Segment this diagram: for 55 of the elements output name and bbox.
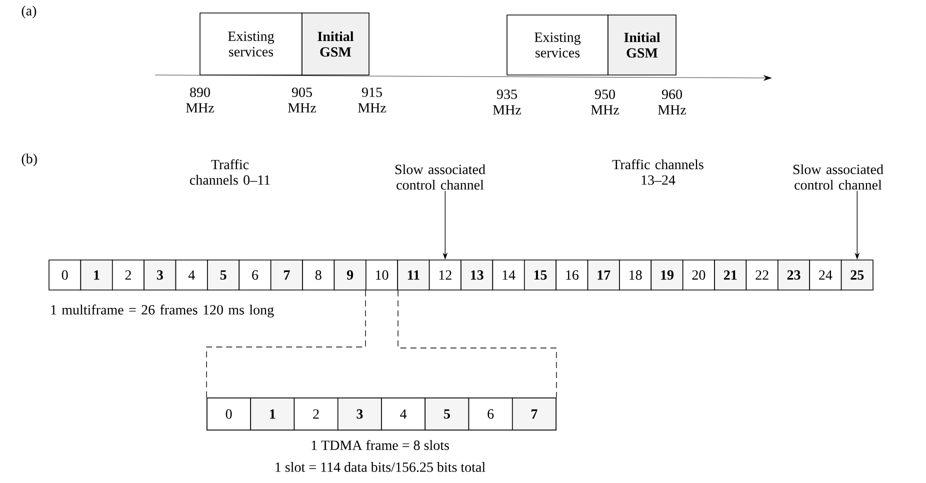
caption-text: 1 slot = 114 data bits/156.25 bits total — [276, 462, 486, 472]
band-box: Existing services — [200, 12, 302, 76]
frame-cell: 10 — [366, 260, 398, 290]
channel-label: Traffic channels 0–11 — [190, 159, 270, 185]
frame-cell: 18 — [619, 260, 652, 290]
frame-cell: 6 — [238, 260, 272, 290]
frame-cell: 24 — [809, 260, 842, 290]
slot-cell: 2 — [294, 398, 338, 430]
frame-cell: 15 — [524, 260, 556, 290]
channel-label: Slow associated control channel — [793, 164, 884, 190]
frequency-label: 935 MHz — [493, 90, 521, 114]
frame-cell: 4 — [175, 260, 208, 290]
frame-cell: 8 — [302, 260, 335, 290]
caption-text: 1 multiframe = 26 frames 120 ms long — [51, 304, 274, 318]
frame-cell: 12 — [428, 260, 462, 290]
frequency-label: 915 MHz — [358, 88, 386, 112]
frame-cell: 2 — [112, 260, 144, 290]
frame-cell: 20 — [682, 260, 715, 290]
band-box: Existing services — [506, 14, 608, 76]
frame-cell: 17 — [587, 260, 620, 290]
channel-label: Slow associated control channel — [395, 164, 486, 190]
frame-cell: 9 — [334, 260, 366, 290]
frame-cell: 11 — [397, 260, 430, 290]
frame-cell: 5 — [207, 260, 240, 290]
frame-cell: 13 — [460, 260, 494, 290]
slot-cell: 0 — [206, 398, 252, 430]
slot-cell: 5 — [424, 398, 470, 430]
frame-cell: 14 — [492, 260, 525, 290]
frequency-label: 950 MHz — [591, 90, 619, 114]
frequency-label: 890 MHz — [186, 88, 214, 112]
slot-cell: 6 — [468, 398, 513, 430]
slot-cell: 3 — [337, 398, 382, 430]
expansion-line — [206, 290, 366, 398]
frame-cell: 16 — [556, 260, 588, 290]
channel-label: Traffic channels 13–24 — [612, 159, 704, 185]
frame-cell: 23 — [778, 260, 810, 290]
band-box: Initial GSM — [302, 12, 370, 76]
frame-cell: 25 — [840, 260, 874, 290]
slot-cell: 7 — [512, 398, 556, 430]
frame-cell: 3 — [144, 260, 176, 290]
frame-cell: 1 — [80, 260, 113, 290]
slot-cell: 1 — [250, 398, 295, 430]
frequency-label: 905 MHz — [288, 88, 316, 112]
expansion-line — [398, 290, 557, 398]
panel-label: (a) — [22, 6, 36, 18]
slot-cell: 4 — [381, 398, 426, 430]
caption-text: 1 TDMA frame = 8 slots — [312, 440, 449, 450]
frequency-label: 960 MHz — [658, 90, 686, 114]
panel-label: (b) — [22, 154, 37, 166]
frame-cell: 0 — [48, 260, 82, 290]
frame-cell: 21 — [714, 260, 747, 290]
frame-cell: 19 — [650, 260, 684, 290]
band-box: Initial GSM — [608, 14, 676, 76]
frame-cell: 7 — [270, 260, 303, 290]
frame-cell: 22 — [746, 260, 778, 290]
